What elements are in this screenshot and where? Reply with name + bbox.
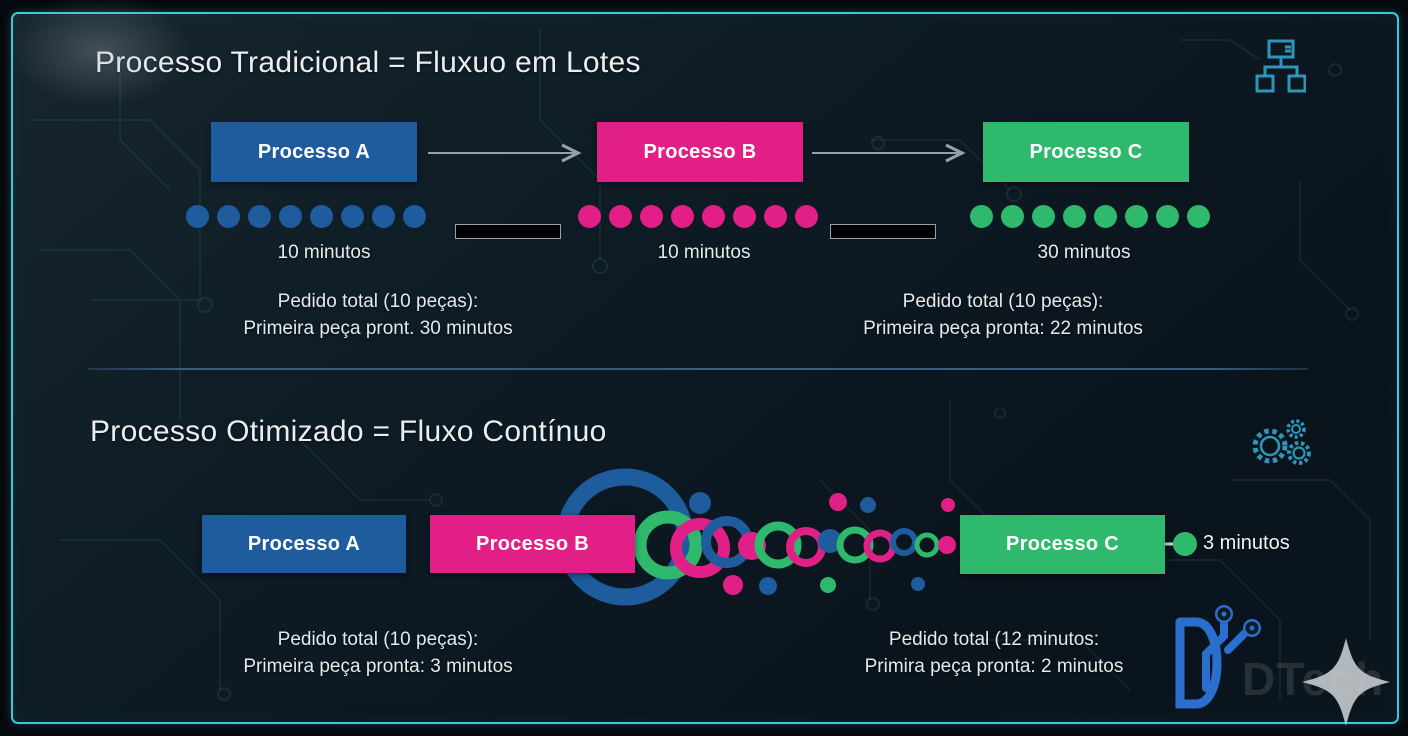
- slide-frame: [11, 12, 1399, 724]
